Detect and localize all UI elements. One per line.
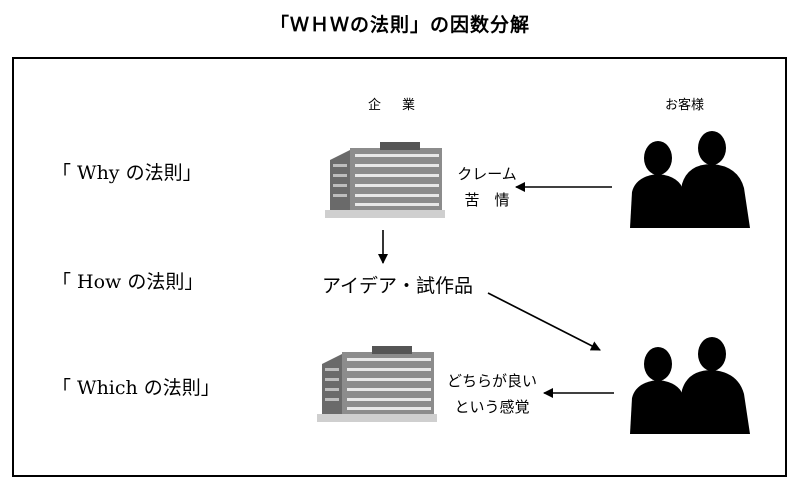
complaint-note: クレーム 苦 情 <box>452 161 522 213</box>
which-note: どちらが良い という感覚 <box>442 368 542 420</box>
complaint-line2: 苦 情 <box>464 191 510 209</box>
page-title: 「ＷＨＷの法則」の因数分解 <box>269 14 530 36</box>
law-label-why: 「 Why の法則」 <box>52 162 202 184</box>
building-icon <box>317 346 437 422</box>
complaint-line1: クレーム <box>457 165 517 183</box>
idea-label: アイデア・試作品 <box>322 275 474 297</box>
diagram-frame <box>12 57 787 477</box>
customer-silhouette-icon <box>630 131 750 228</box>
company-heading: 企 業 <box>368 98 420 113</box>
which-line1: どちらが良い <box>446 372 537 390</box>
building-icon <box>325 142 445 218</box>
customer-silhouette-icon <box>630 337 750 434</box>
which-line2: という感覚 <box>454 398 530 416</box>
law-label-which: 「 Which の法則」 <box>52 377 220 399</box>
idea-to-customer-arrow <box>487 292 601 351</box>
law-label-how: 「 How の法則」 <box>52 271 204 293</box>
customer-heading: お客様 <box>665 98 705 113</box>
